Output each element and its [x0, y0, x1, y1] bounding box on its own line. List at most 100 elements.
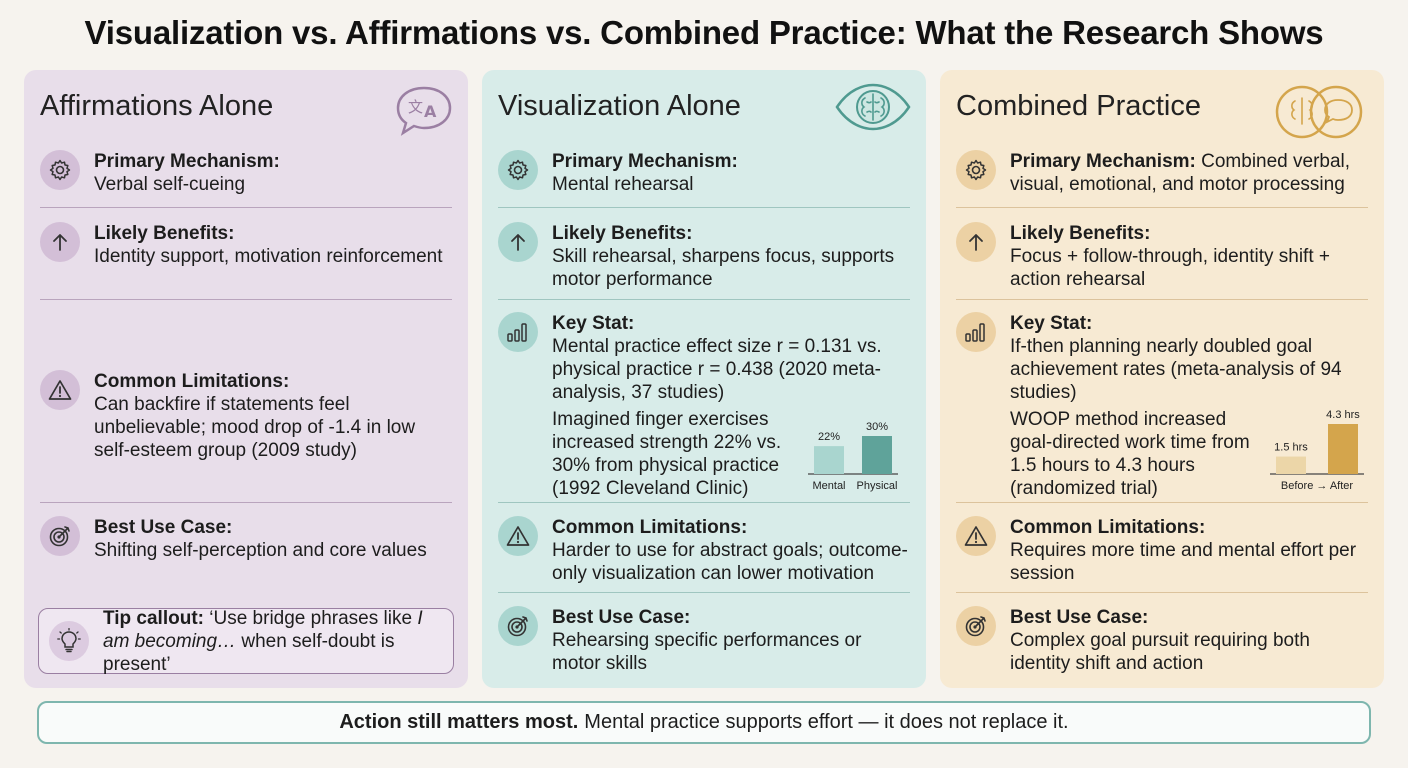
speech-translate-icon: 文 A [394, 84, 454, 141]
chart-data-label: 1.5 hrs [1274, 442, 1308, 454]
lightbulb-icon [49, 621, 89, 661]
tip-label: Tip callout: [103, 607, 204, 629]
affirmations-column: Affirmations Alone 文 A Primary Mechanism… [24, 70, 468, 688]
arrow-up-icon [498, 222, 538, 262]
benefits-label: Likely Benefits: [552, 223, 693, 244]
column-title: Combined Practice [956, 90, 1201, 122]
mechanism-text: Combined verbal, visual, emotional, and … [1010, 151, 1351, 195]
best-use-text: Complex goal pursuit requiring both iden… [1010, 630, 1310, 674]
mechanism-section: Primary Mechanism:Verbal self-cueing [40, 150, 452, 196]
footer-banner: Action still matters most. Mental practi… [37, 701, 1371, 744]
best-use-text: Rehearsing specific performances or moto… [552, 630, 862, 674]
chart-data-label: 22% [818, 431, 840, 443]
limitations-section: Common Limitations:Can backfire if state… [40, 370, 452, 462]
benefits-text: Identity support, motivation reinforceme… [94, 246, 443, 267]
divider [956, 299, 1368, 300]
divider [956, 207, 1368, 208]
chart-data-label: 4.3 hrs [1326, 409, 1360, 421]
divider [498, 299, 910, 300]
limitations-text: Requires more time and mental effort per… [1010, 540, 1357, 584]
chart-data-label: 30% [866, 421, 888, 433]
best-use-section: Best Use Case:Shifting self-perception a… [40, 516, 452, 562]
benefits-section: Likely Benefits:Identity support, motiva… [40, 222, 452, 268]
footer-bold: Action still matters most. [339, 711, 579, 733]
chart-x-label: Before → After [1281, 480, 1353, 492]
gear-icon [40, 150, 80, 190]
benefits-label: Likely Benefits: [1010, 223, 1151, 244]
column-title: Visualization Alone [498, 90, 741, 122]
strength-bar-chart: 22% Mental 30% Physical [808, 421, 898, 492]
divider [956, 502, 1368, 503]
benefits-section: Likely Benefits:Skill rehearsal, sharpen… [498, 222, 910, 291]
key-stat-label: Key Stat: [552, 313, 635, 334]
key-stat-label: Key Stat: [1010, 313, 1093, 334]
brain-eye-icon [834, 82, 912, 137]
key-stat-section: Key Stat:Mental practice effect size r =… [498, 312, 910, 404]
visualization-column: Visualization Alone Primary Mechanism:Me… [482, 70, 926, 688]
benefits-label: Likely Benefits: [94, 223, 235, 244]
divider [498, 502, 910, 503]
sub-stat-text: WOOP method increased goal-directed work… [1010, 409, 1250, 499]
bar-chart-icon [498, 312, 538, 352]
tip-text-before: ‘Use bridge phrases like [209, 607, 418, 629]
footer-text: Mental practice supports effort — it doe… [584, 711, 1069, 733]
divider [498, 592, 910, 593]
limitations-text: Harder to use for abstract goals; outcom… [552, 540, 908, 584]
warning-icon [40, 370, 80, 410]
mechanism-text: Verbal self-cueing [94, 174, 246, 195]
benefits-section: Likely Benefits:Focus + follow-through, … [956, 222, 1368, 291]
chart-bar [814, 446, 844, 474]
bar-chart-icon [956, 312, 996, 352]
page-title: Visualization vs. Affirmations vs. Combi… [84, 14, 1324, 51]
chart-bar [1276, 456, 1306, 474]
limitations-section: Common Limitations:Harder to use for abs… [498, 516, 910, 585]
best-use-section: Best Use Case:Rehearsing specific perfor… [498, 606, 910, 675]
benefits-text: Skill rehearsal, sharpens focus, support… [552, 246, 895, 290]
key-stat-text: If-then planning nearly doubled goal ach… [1010, 336, 1342, 403]
chart-category-label: Mental [812, 480, 845, 492]
brain-speech-overlap-icon [1270, 84, 1370, 145]
arrow-up-icon [40, 222, 80, 262]
target-icon [40, 516, 80, 556]
divider [498, 207, 910, 208]
limitations-text: Can backfire if statements feel unbeliev… [94, 394, 416, 461]
mechanism-label: Primary Mechanism: [552, 151, 738, 172]
best-use-label: Best Use Case: [552, 607, 691, 628]
warning-icon [956, 516, 996, 556]
sub-stat-text: Imagined finger exercises increased stre… [552, 409, 782, 499]
mechanism-text: Mental rehearsal [552, 174, 694, 195]
best-use-label: Best Use Case: [1010, 607, 1149, 628]
combined-column: Combined Practice Primary Mechanism: Com… [940, 70, 1384, 688]
limitations-section: Common Limitations:Requires more time an… [956, 516, 1368, 585]
tip-callout: Tip callout: ‘Use bridge phrases like I … [38, 607, 454, 675]
tip-text-after: when self-doubt is present’ [103, 630, 395, 675]
mechanism-section: Primary Mechanism:Mental rehearsal [498, 150, 910, 196]
arrow-up-icon [956, 222, 996, 262]
chart-category-label: Physical [857, 480, 898, 492]
best-use-text: Shifting self-perception and core values [94, 540, 427, 561]
mechanism-label: Primary Mechanism: [1010, 151, 1196, 172]
best-use-section: Best Use Case:Complex goal pursuit requi… [956, 606, 1368, 675]
best-use-label: Best Use Case: [94, 517, 233, 538]
limitations-label: Common Limitations: [1010, 517, 1206, 538]
divider [40, 502, 452, 503]
chart-bar [862, 436, 892, 474]
gear-icon [956, 150, 996, 190]
benefits-text: Focus + follow-through, identity shift +… [1010, 246, 1330, 290]
key-stat-text: Mental practice effect size r = 0.131 vs… [552, 336, 882, 403]
target-icon [956, 606, 996, 646]
key-stat-section: Key Stat:If-then planning nearly doubled… [956, 312, 1368, 404]
gear-icon [498, 150, 538, 190]
chart-bar [1328, 424, 1358, 474]
tip-emphasis: I am becoming… [103, 607, 423, 652]
target-icon [498, 606, 538, 646]
warning-icon [498, 516, 538, 556]
mechanism-section: Primary Mechanism: Combined verbal, visu… [956, 150, 1368, 196]
column-title: Affirmations Alone [40, 90, 274, 122]
divider [40, 207, 452, 208]
mechanism-label: Primary Mechanism: [94, 151, 280, 172]
svg-text:A: A [424, 102, 437, 121]
limitations-label: Common Limitations: [94, 371, 290, 392]
divider [40, 299, 452, 300]
